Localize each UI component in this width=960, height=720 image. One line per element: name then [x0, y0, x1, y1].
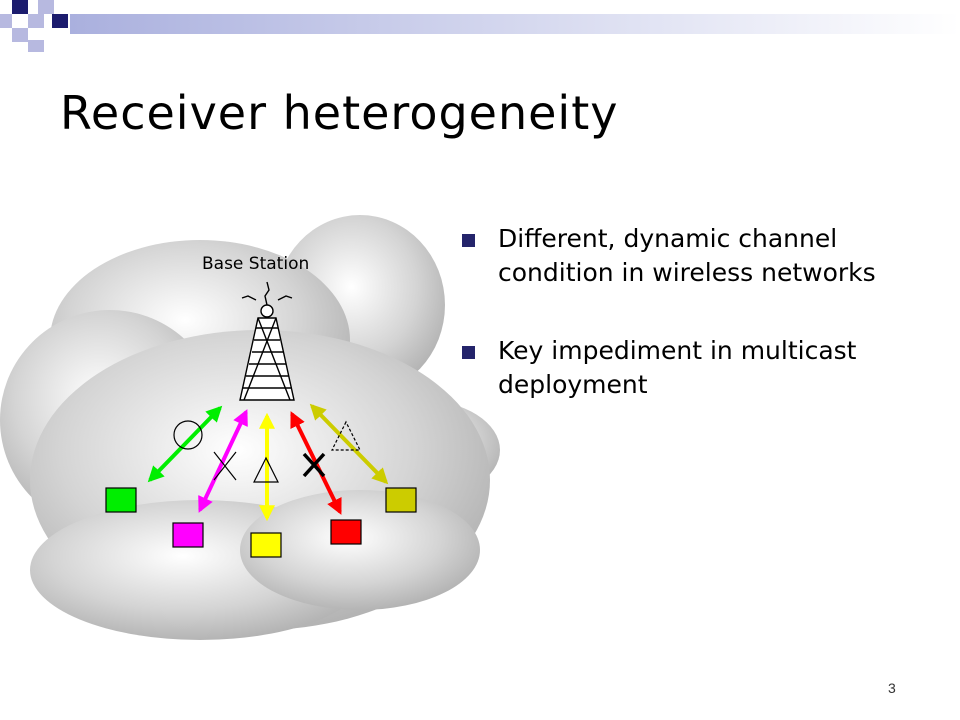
page-number: 3 — [888, 680, 896, 696]
cloud-background — [0, 215, 500, 640]
bullet-square-icon — [462, 234, 475, 247]
receiver-green — [105, 487, 137, 513]
slide-title: Receiver heterogeneity — [60, 86, 619, 140]
header-square — [28, 14, 44, 28]
receiver-olive — [385, 487, 417, 513]
bullet-list: Different, dynamic channel condition in … — [462, 222, 932, 402]
header-decoration — [0, 0, 960, 52]
dashed-triangle-icon — [331, 420, 361, 451]
bullet-text: Different, dynamic channel condition in … — [498, 224, 876, 287]
bullet-item: Key impediment in multicast deployment — [462, 334, 932, 402]
header-square — [12, 28, 28, 42]
link-arrows — [147, 403, 389, 522]
channel-symbols — [173, 420, 361, 483]
arrow-magenta — [198, 409, 248, 513]
receivers — [105, 487, 417, 558]
arrow-olive — [309, 403, 389, 485]
bullet-text: Key impediment in multicast deployment — [498, 336, 857, 399]
header-gradient-bar — [70, 14, 960, 34]
bullet-item: Different, dynamic channel condition in … — [462, 222, 932, 290]
receiver-magenta — [172, 522, 204, 548]
triangle-icon — [253, 456, 279, 483]
base-station-label: Base Station — [202, 254, 310, 274]
header-square — [28, 40, 44, 52]
header-square — [0, 14, 12, 28]
header-square — [38, 0, 54, 14]
header-square — [52, 14, 68, 28]
bullet-square-icon — [462, 346, 475, 359]
receiver-red — [330, 519, 362, 545]
circle-icon — [173, 420, 203, 450]
receiver-yellow — [250, 532, 282, 558]
base-station-icon — [239, 281, 295, 401]
network-diagram — [0, 215, 500, 640]
header-square — [12, 0, 28, 14]
